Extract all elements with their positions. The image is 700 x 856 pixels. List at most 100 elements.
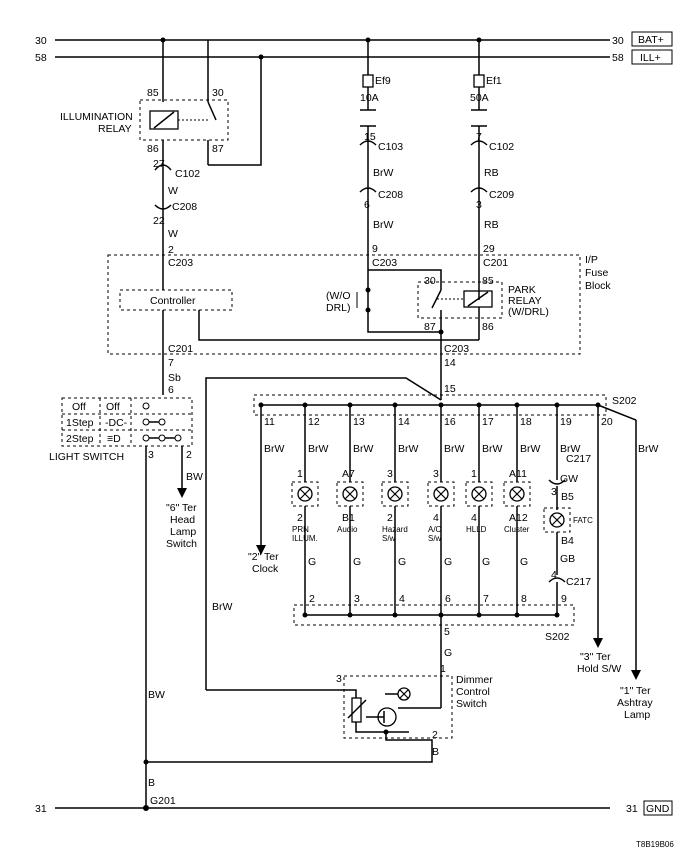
wire-color: BW — [186, 471, 203, 483]
c203-label: C203 — [444, 343, 469, 355]
pin-number: 13 — [353, 416, 365, 428]
c203-pin: 2 — [168, 244, 174, 256]
bat-rail-num-right: 30 — [612, 35, 624, 47]
lamp-label: FATC — [573, 516, 593, 525]
wire-color: G — [482, 556, 490, 568]
pin-5: 5 — [444, 626, 450, 638]
connector-c208-icon — [359, 187, 377, 193]
illumination-relay-label: ILLUMINATION — [60, 111, 133, 123]
lamp-label: S/w — [428, 534, 442, 543]
wire-color: RB — [484, 167, 499, 179]
illumination-relay-label: RELAY — [98, 123, 132, 135]
pin-number: 18 — [520, 416, 532, 428]
splice-name: S202 — [545, 631, 570, 643]
lamp-label: Audio — [337, 525, 358, 534]
ground-label: G201 — [150, 795, 176, 807]
ground-point-icon — [143, 805, 149, 811]
wire-color: BrW — [373, 219, 394, 231]
pin-number: 11 — [264, 416, 275, 428]
pin-87: 87 — [212, 143, 224, 155]
relay-contact-icon — [431, 289, 442, 309]
fuse-ef9-branch: Ef9 10A 15 C103 BrW C208 6 BrW 9 C203 — [359, 40, 403, 290]
dimmer-label: Dimmer — [456, 674, 493, 686]
pin-85: 85 — [147, 87, 159, 99]
splice-pin: 7 — [483, 593, 489, 605]
head-lamp-switch-label: "6" Ter — [166, 502, 197, 514]
wire-color: BrW — [482, 443, 503, 455]
wire-color: GW — [560, 473, 578, 485]
connector-c217-icon — [548, 577, 566, 583]
gnd-rail-tag — [643, 800, 673, 816]
ashtray-output: BrW "1" Ter Ashtray Lamp — [617, 420, 659, 721]
lamp-pin: 3 — [387, 468, 393, 480]
wire-color: G — [444, 647, 452, 659]
splice-pin: 8 — [521, 593, 527, 605]
c217-label: C217 — [566, 576, 591, 588]
c217-pin: 3 — [551, 486, 557, 498]
splice-box — [253, 394, 607, 416]
ill-rail-label: ILL+ — [640, 52, 661, 64]
gnd-rail-label: GND — [646, 803, 670, 815]
splice-box — [293, 604, 575, 626]
splice-s202-bottom: S202 5 G — [293, 604, 575, 676]
pin-number: 14 — [398, 416, 410, 428]
pin-30: 30 — [212, 87, 224, 99]
wire-color: BrW — [398, 443, 419, 455]
controller-box — [119, 289, 233, 311]
wire-color: B — [432, 746, 439, 758]
connector-c209-icon — [470, 187, 488, 193]
ashtray-lamp-label: "1" Ter — [620, 685, 651, 697]
hold-switch-label: Hold S/W — [577, 663, 621, 675]
pin-86: 86 — [147, 143, 159, 155]
c103-label: C103 — [378, 141, 403, 153]
ill-rail-num-right: 58 — [612, 52, 624, 64]
wire-color: BrW — [638, 443, 659, 455]
pin-number: 17 — [482, 416, 494, 428]
lamp-pin: 4 — [471, 512, 477, 524]
lamp-pin: 4 — [433, 512, 439, 524]
splice-s202-top: 1 5 S202 — [205, 377, 637, 690]
wire-color: BrW — [264, 443, 285, 455]
c102-label: C102 — [489, 141, 514, 153]
wire-color: W — [168, 228, 178, 240]
c201-label: C201 — [168, 343, 193, 355]
controller-label: Controller — [150, 295, 196, 307]
fuse-icon — [473, 74, 485, 88]
lamp-pin: 2 — [297, 512, 303, 524]
head-lamp-switch-label: Lamp — [170, 526, 196, 538]
lamp-pin: B4 — [561, 535, 574, 547]
left-wire: 27 C102 W C208 22 W 2 C203 — [153, 158, 200, 290]
c208-pin: 22 — [153, 215, 165, 227]
clock-label: "2" Ter — [248, 551, 279, 563]
clock-output: "2" Ter Clock — [248, 405, 279, 575]
arrow-down-icon — [593, 638, 603, 648]
wire-color: GB — [560, 553, 575, 565]
pin-7: 7 — [168, 357, 174, 369]
ip-fuse-block-box — [107, 254, 581, 355]
pin-1: 1 — [440, 663, 446, 675]
pin-3: 3 — [336, 673, 342, 685]
wire-color: BW — [148, 689, 165, 701]
switch-row-label: Off — [106, 401, 120, 413]
dimmer-box — [343, 675, 453, 739]
wire-color: Sb — [168, 372, 181, 384]
hold-output: "3" Ter Hold S/W — [577, 405, 621, 675]
c103-pin: 15 — [364, 131, 376, 143]
wire-color: G — [520, 556, 528, 568]
pin-87: 87 — [424, 321, 436, 333]
arrow-down-icon — [256, 545, 266, 555]
lamp-label: A/C — [428, 525, 442, 534]
lamp-label: S/w — [382, 534, 396, 543]
c209-pin: 3 — [476, 199, 482, 211]
fuse-name: Ef1 — [486, 75, 502, 87]
arrow-down-icon — [631, 670, 641, 680]
illumination-relay-box — [139, 99, 229, 141]
pin-number: 20 — [601, 416, 613, 428]
wire-color: G — [308, 556, 316, 568]
switch-row-label: 1Step — [66, 417, 94, 429]
pin-6: 6 — [168, 384, 174, 396]
c203-label: C203 — [372, 257, 397, 269]
wire-color: BrW — [560, 443, 581, 455]
pin-3: 3 — [148, 449, 154, 461]
park-relay-label: (W/DRL) — [508, 306, 549, 318]
